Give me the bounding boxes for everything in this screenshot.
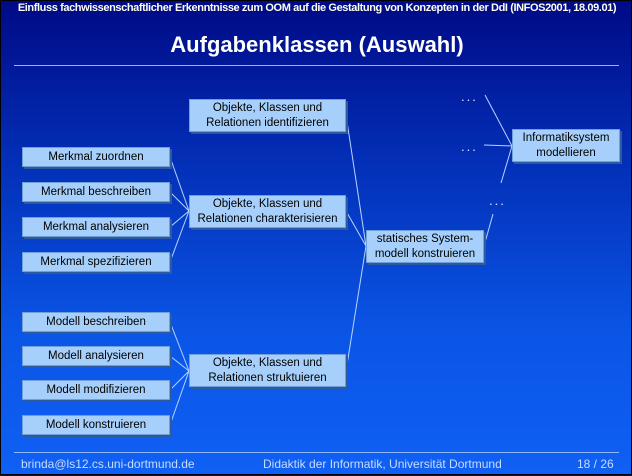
ellipsis: ... <box>461 89 478 104</box>
connector <box>169 210 190 263</box>
box-line: Objekte, Klassen und <box>212 197 323 210</box>
page-number: 18 / 26 <box>577 457 614 471</box>
box-identifizieren: Objekte, Klassen und Relationen identifi… <box>189 99 346 132</box>
connector <box>169 210 190 228</box>
ellipsis: ... <box>461 139 478 154</box>
box-merkmal-beschreiben: Merkmal beschreiben <box>22 182 170 202</box>
slide-title: Aufgabenklassen (Auswahl) <box>170 32 464 57</box>
connector <box>169 370 190 426</box>
connector <box>169 370 190 391</box>
box-line: Objekte, Klassen und <box>212 356 323 369</box>
title-divider <box>14 65 619 66</box>
box-modell-modifizieren: Modell modifizieren <box>22 380 170 400</box>
box-merkmal-zuordnen: Merkmal zuordnen <box>22 147 170 167</box>
box-charakterisieren: Objekte, Klassen und Relationen charakte… <box>189 195 346 228</box>
box-modell-beschreiben: Modell beschreiben <box>22 312 170 332</box>
box-modell-konstruieren: Modell konstruieren <box>22 415 170 435</box>
connector <box>484 94 513 147</box>
connector <box>169 321 190 372</box>
slide-header: Einfluss fachwissenschaftlicher Erkenntn… <box>17 2 617 14</box>
footer-email: brinda@ls12.cs.uni-dortmund.de <box>21 457 195 471</box>
box-merkmal-analysieren: Merkmal analysieren <box>22 217 170 237</box>
connector <box>345 245 367 372</box>
box-line: modell konstruieren <box>374 247 476 260</box>
connector <box>169 156 190 212</box>
box-line: Relationen struktuieren <box>208 371 327 384</box>
box-informatiksystem: Informatiksystem modellieren <box>512 129 620 162</box>
connector <box>169 355 190 372</box>
connector <box>483 213 494 247</box>
box-modell-analysieren: Modell analysieren <box>22 346 170 366</box>
box-line: Informatiksystem <box>522 131 610 144</box>
box-line: statisches System- <box>376 232 474 245</box>
footer-institution: Didaktik der Informatik, Universität Dor… <box>263 457 502 471</box>
connector <box>345 210 367 247</box>
ellipsis: ... <box>489 193 506 208</box>
footer-divider <box>14 452 619 453</box>
box-line: Objekte, Klassen und <box>212 101 323 114</box>
box-strukturieren: Objekte, Klassen und Relationen struktui… <box>189 354 346 387</box>
connector <box>169 191 190 212</box>
box-line: Relationen charakterisieren <box>197 212 338 225</box>
connector <box>483 144 513 147</box>
box-merkmal-spezifizieren: Merkmal spezifizieren <box>22 252 170 272</box>
box-statisches-systemmodell: statisches System- modell konstruieren <box>366 230 484 263</box>
box-line: Relationen identifizieren <box>206 116 329 129</box>
connector <box>500 145 513 184</box>
box-line: modellieren <box>536 146 596 159</box>
connector <box>345 114 367 247</box>
